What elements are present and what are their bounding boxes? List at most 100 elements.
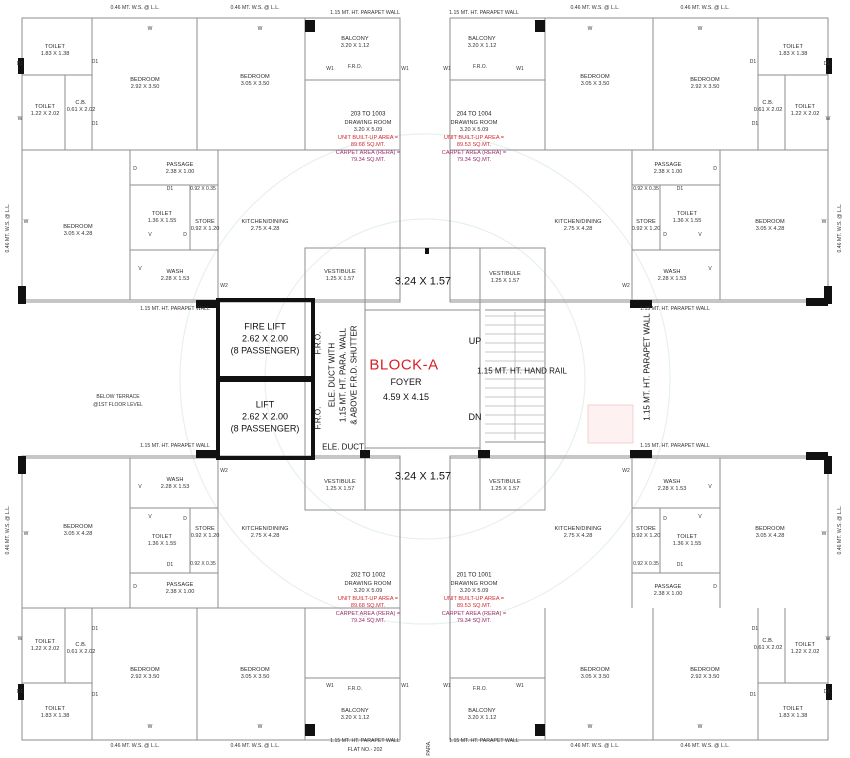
column-block: [305, 724, 315, 736]
fire-lift-fro: F.R.O.: [313, 331, 323, 355]
opening-mark: W1: [443, 683, 451, 690]
store-name: STORE: [636, 218, 656, 225]
opening-mark: D: [183, 516, 187, 523]
parapet-label: 0.46 MT. W.S. @ L.L.: [570, 743, 620, 750]
built-up-area-label: UNIT BUILT-UP AREA =: [337, 134, 399, 141]
store-dim: 0.92 X 1.20: [190, 225, 220, 232]
fire-panel-mark: [587, 404, 634, 444]
shaft-dim: 0.92 X 0.35: [633, 186, 659, 193]
passage-dim: 2.38 X 1.00: [165, 168, 195, 175]
column-block: [360, 450, 370, 458]
foyer-outline: [364, 247, 481, 511]
shaft-dim: 0.92 X 0.35: [190, 186, 216, 193]
parapet-label: 1.15 MT. HT. PARAPET WALL: [140, 306, 210, 313]
balcony-dim: 3.20 X 1.12: [467, 714, 497, 721]
lift-capacity: (8 PASSENGER): [230, 423, 300, 434]
opening-mark: W2: [622, 283, 630, 290]
shaft-dim: 0.92 X 0.35: [633, 561, 659, 568]
column-block: [196, 300, 218, 308]
opening-mark: W1: [443, 66, 451, 73]
drawing-room-name: DRAWING ROOM: [344, 580, 392, 587]
duct-note: 1.15 MT. HT. PARA. WALL: [338, 327, 348, 423]
column-block: [824, 456, 832, 474]
duct-note: & ABOVE F.R.D. SHUTTER: [349, 325, 359, 425]
opening-mark: D1: [166, 186, 174, 193]
shaft-dim: 0.92 X 0.35: [190, 561, 216, 568]
carpet-area-value: 79.34 SQ.MT.: [456, 617, 492, 624]
bedroom-name: BEDROOM: [130, 666, 160, 673]
built-up-area-value: 89.53 SQ.MT.: [456, 602, 492, 609]
stair-up: UP: [468, 335, 482, 346]
column-block: [18, 684, 24, 700]
parapet-label: 1.15 MT. HT. PARAPET WALL: [449, 738, 519, 745]
passage-name: PASSAGE: [166, 161, 194, 168]
column-block: [425, 248, 429, 254]
column-block: [18, 456, 26, 474]
wash-name: WASH: [663, 268, 681, 275]
passage-name: PASSAGE: [654, 161, 682, 168]
kitchen-name: KITCHEN/DINING: [554, 525, 602, 532]
column-block: [630, 300, 652, 308]
opening-mark: V: [138, 266, 142, 273]
kitchen-name: KITCHEN/DINING: [241, 525, 289, 532]
column-block: [806, 452, 828, 460]
toilet-dim: 1.22 X 2.02: [30, 645, 60, 652]
column-block: [535, 20, 545, 32]
drawing-room-name: DRAWING ROOM: [344, 119, 392, 126]
opening-mark: W2: [220, 468, 228, 475]
toilet-dim: 1.83 X 1.38: [778, 50, 808, 57]
bedroom-dim: 2.92 X 3.50: [130, 83, 160, 90]
fire-lift-dim: 2.62 X 2.00: [241, 333, 289, 344]
column-block: [18, 58, 24, 74]
duct-note: ELE. DUCT WITH: [327, 342, 337, 408]
opening-mark: D: [713, 584, 717, 591]
column-block: [824, 286, 832, 304]
parapet-label: 1.15 MT. HT. PARAPET WALL: [330, 738, 400, 745]
drawing-room-dim: 3.20 X 5.09: [353, 587, 383, 594]
cb-label: C.B.: [75, 641, 87, 648]
parapet-label: 0.46 MT. W.S. @ L.L.: [230, 5, 280, 12]
opening-mark: D1: [751, 121, 759, 128]
opening-mark: W: [17, 636, 23, 643]
opening-mark: D1: [823, 689, 831, 696]
carpet-area-value: 79.34 SQ.MT.: [456, 156, 492, 163]
cb-dim: 0.61 X 2.02: [66, 648, 96, 655]
opening-mark: V: [138, 484, 142, 491]
wash-dim: 2.28 X 1.53: [160, 275, 190, 282]
opening-mark: V: [708, 266, 712, 273]
opening-mark: W: [23, 531, 29, 538]
opening-mark: W: [697, 26, 703, 33]
unit-number: 204 TO 1004: [456, 111, 492, 118]
opening-mark: D1: [91, 121, 99, 128]
built-up-area-value: 89.68 SQ.MT.: [350, 602, 386, 609]
parapet-label: 0.46 MT. W.S. @ L.L.: [5, 505, 12, 555]
opening-mark: V: [148, 232, 152, 239]
stair-parapet: 1.15 MT. HT. PARAPET WALL: [642, 313, 652, 421]
toilet-name: TOILET: [782, 43, 804, 50]
built-up-area-value: 89.53 SQ.MT.: [456, 141, 492, 148]
opening-mark: D1: [16, 689, 24, 696]
toilet-dim: 1.36 X 1.55: [672, 540, 702, 547]
opening-mark: W: [257, 26, 263, 33]
unit-number: 202 TO 1002: [350, 572, 386, 579]
toilet-dim: 1.22 X 2.02: [790, 110, 820, 117]
opening-mark: W: [147, 724, 153, 731]
cb-label: C.B.: [762, 99, 774, 106]
bedroom-name: BEDROOM: [755, 218, 785, 225]
vestibule-name: VESTIBULE: [489, 478, 521, 485]
opening-mark: W1: [516, 66, 524, 73]
opening-mark: W: [825, 116, 831, 123]
kitchen-dim: 2.75 X 4.28: [250, 225, 280, 232]
opening-mark: D1: [749, 692, 757, 699]
column-block: [478, 450, 490, 458]
column-block: [630, 450, 652, 458]
opening-mark: W: [587, 724, 593, 731]
toilet-dim: 1.22 X 2.02: [30, 110, 60, 117]
terrace-label: @1ST FLOOR LEVEL: [93, 402, 143, 409]
vestibule-name: VESTIBULE: [324, 478, 356, 485]
cb-label: C.B.: [762, 637, 774, 644]
opening-mark: D: [663, 232, 667, 239]
parapet-label: 1.15 MT. HT. PARAPET WALL: [140, 443, 210, 450]
carpet-area-label: CARPET AREA (RERA) =: [441, 610, 507, 617]
